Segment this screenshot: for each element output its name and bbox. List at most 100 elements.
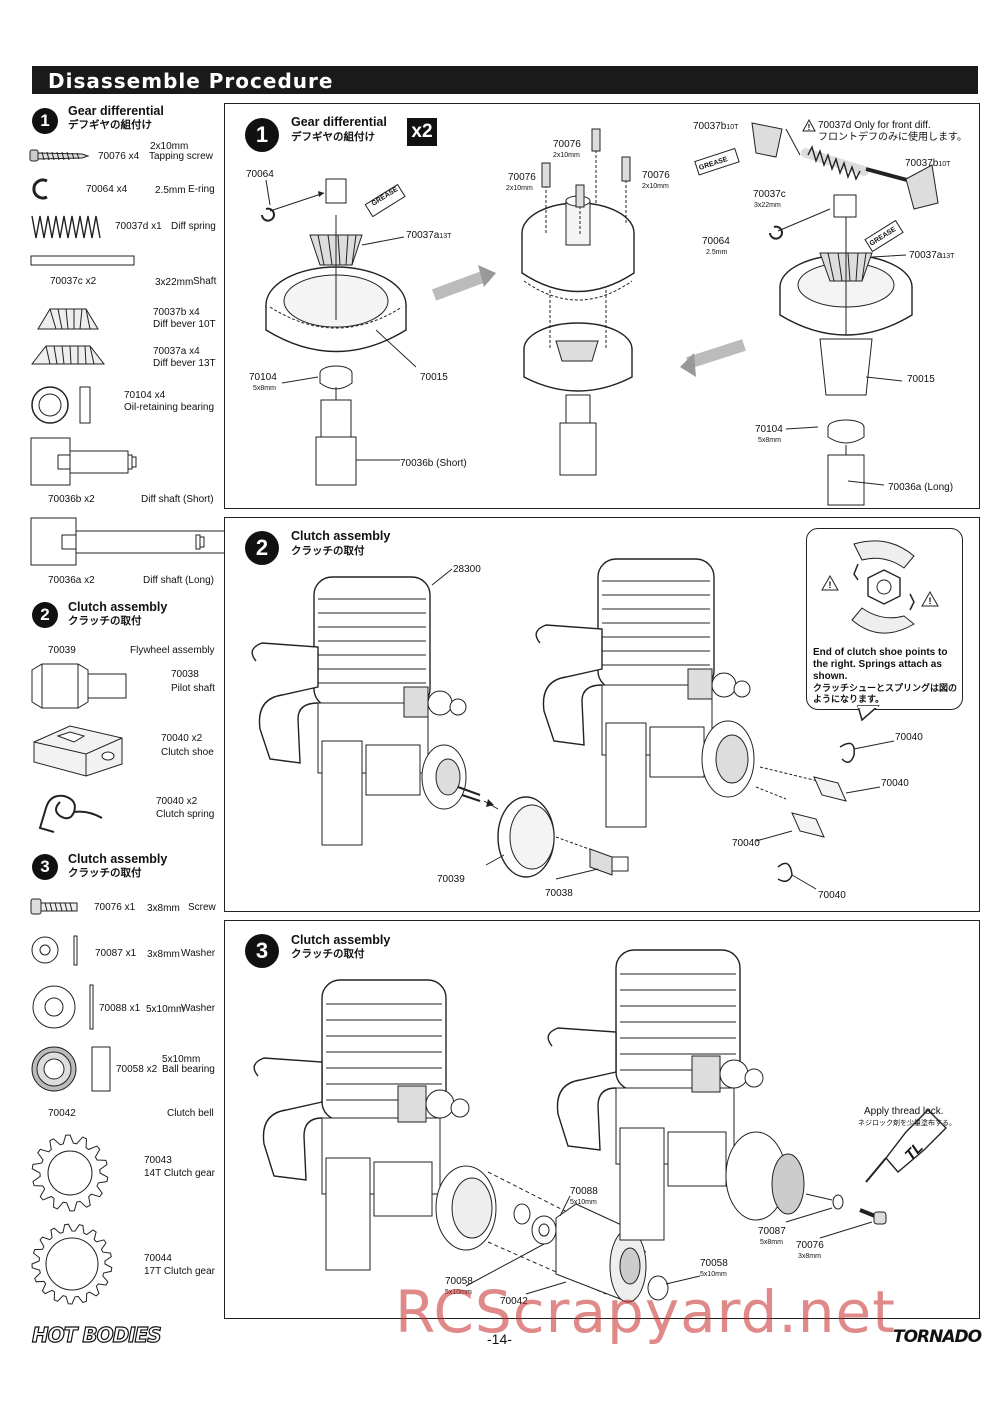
label-screw: 70076 [642, 170, 670, 181]
clutch-assembly-diagram-3 [253, 949, 947, 1303]
callout-text-jp: クラッチシューとスプリングは図のようになります。 [813, 683, 958, 704]
part-code: 70037c [50, 276, 83, 287]
thread-lock-note-jp: ネジロック剤を少量塗布する。 [858, 1120, 956, 1127]
step-2-badge: 2 [245, 531, 279, 565]
sidebar-step-2-badge: 2 [32, 602, 58, 628]
svg-text:!: ! [829, 580, 832, 590]
label-screw: 70076 [553, 139, 581, 150]
engine-drawing [251, 576, 481, 846]
part-name: Clutch shoe [161, 747, 214, 758]
part-code: 70040 [156, 796, 184, 807]
label-clutch-shoe: 70040 [732, 838, 760, 849]
thread-lock-note: Apply thread lock. [864, 1106, 944, 1117]
part-code: 70038 [171, 669, 199, 680]
engine-drawing [547, 949, 805, 1241]
svg-text:!: ! [929, 596, 932, 606]
label-e-ring-size: 2.5mm [706, 249, 728, 256]
sidebar-step-3-title: Clutch assembly [68, 852, 168, 866]
label-teeth: 13T [942, 253, 955, 260]
part-qty: x2 [186, 796, 198, 807]
label-clutch-spring: 70040 [818, 890, 846, 901]
label-screw: 70076 [508, 172, 536, 183]
part-name: Washer [181, 1003, 216, 1014]
part-name: Shaft [193, 276, 217, 287]
label-bearing: 70104 [755, 424, 783, 435]
shaft-icon [30, 255, 135, 266]
label-bearing: 70104 [249, 372, 277, 383]
engine-drawing [535, 558, 755, 828]
sidebar-step-3-badge: 3 [32, 854, 58, 880]
label-bevel: 70037b [905, 158, 939, 169]
part-code: 70040 [161, 733, 189, 744]
part-name: Flywheel assembly [130, 645, 215, 656]
part-size: 2x10mm [150, 141, 189, 152]
ball-bearing-icon [31, 1046, 111, 1092]
label-short-shaft: 70036b (Short) [400, 458, 467, 469]
step-1-title: Gear differential [291, 115, 387, 129]
clutch-shoe-orientation-icon: ! ! [821, 540, 939, 634]
washer-small-icon [31, 935, 78, 966]
part-name: Clutch spring [156, 809, 215, 820]
step-2-title: Clutch assembly [291, 529, 391, 543]
part-name: E-ring [188, 184, 215, 195]
part-qty: x2 [85, 276, 97, 287]
label-long-shaft: 70036a (Long) [888, 482, 954, 493]
label-shaft-size: 3x22mm [754, 202, 781, 209]
page-number: -14- [487, 1331, 512, 1347]
part-code: 70076 [94, 902, 122, 913]
section-title: Disassemble Procedure [48, 69, 334, 93]
front-diff-note-jp: フロントデフのみに使用します。 [818, 132, 967, 143]
clutch-spring-icon [38, 794, 103, 833]
part-code: 70037a [153, 346, 187, 357]
part-qty: x1 [125, 948, 137, 959]
tornado-logo: TORNADO [893, 1327, 982, 1347]
bevel-gear-13t-icon [30, 345, 106, 365]
part-size: 2.5mm [155, 185, 186, 196]
part-qty: x1 [124, 902, 136, 913]
part-qty: x4 [128, 151, 140, 162]
label-e-ring: 70064 [702, 236, 730, 247]
bevel-gear-10t-icon [37, 308, 99, 330]
part-code: 70036a [48, 575, 82, 586]
step-3-badge: 3 [245, 934, 279, 968]
qty-badge: x2 [407, 118, 437, 146]
part-name: Screw [188, 902, 216, 913]
tapping-screw-icon [29, 149, 90, 162]
label-pilot-shaft: 70038 [545, 888, 573, 899]
label-bevel: 70037a [909, 250, 943, 261]
label-teeth: 10T [938, 161, 951, 168]
gear-differential-diagram [261, 122, 939, 506]
step-1-title-jp: デフギヤの組付け [291, 131, 375, 143]
part-qty: x2 [146, 1064, 158, 1075]
label-screw: 70076 [796, 1240, 824, 1251]
part-code: 70087 [95, 948, 123, 959]
label-teeth: 10T [726, 124, 739, 131]
part-name: Diff shaft (Short) [141, 494, 214, 505]
label-bearing-size: 5x10mm [700, 1271, 727, 1278]
part-name: Clutch bell [167, 1108, 214, 1119]
label-e-ring: 70064 [246, 169, 274, 180]
oil-bearing-icon [31, 386, 91, 424]
part-size: 3x8mm [147, 903, 180, 914]
part-name: Washer [181, 948, 216, 959]
part-code: 70088 [99, 1003, 127, 1014]
part-size: 5x10mm [162, 1054, 201, 1065]
front-diff-note: Only for front diff. [854, 120, 931, 131]
label-teeth: 13T [439, 233, 452, 240]
part-code: 70037d [115, 221, 149, 232]
sidebar-step-1-title-jp: デフギヤの組付け [68, 119, 152, 131]
label-washer: 70088 [570, 1186, 598, 1197]
label-bevel: 70037a [406, 230, 440, 241]
sidebar-step-1-title: Gear differential [68, 104, 164, 118]
part-qty: x4 [154, 390, 166, 401]
svg-text:!: ! [808, 123, 811, 132]
part-qty: x1 [151, 221, 162, 232]
sidebar-step-2-title-jp: クラッチの取付 [68, 615, 142, 627]
label-bearing-size: 5x8mm [758, 437, 781, 444]
label-clutch-spring: 70040 [895, 732, 923, 743]
part-code: 70044 [144, 1253, 172, 1264]
clutch-gear-17t-icon [31, 1223, 113, 1305]
callout-pointer [857, 705, 880, 722]
label-screw-size: 2x10mm [506, 185, 533, 192]
part-size: 3x22mm [155, 277, 194, 288]
